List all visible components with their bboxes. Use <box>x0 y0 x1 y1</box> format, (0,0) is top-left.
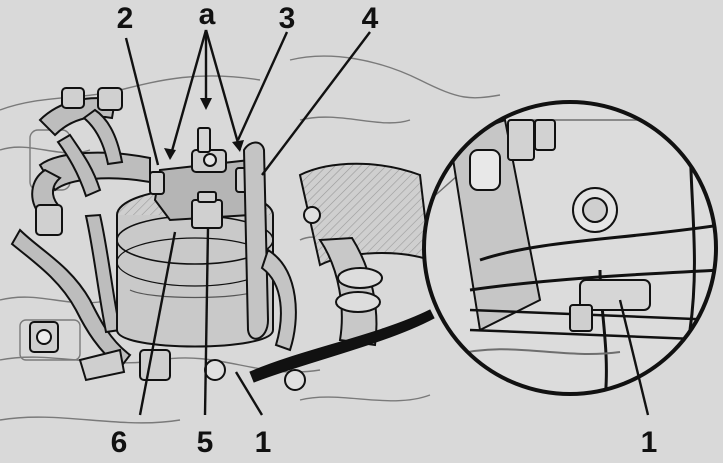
callout-5: 5 <box>196 426 214 459</box>
lower-left-connectors <box>29 321 171 382</box>
sensor-connector <box>191 191 223 229</box>
leader-lines <box>124 29 650 416</box>
inset-magnified-view <box>422 100 718 396</box>
leader-arrowheads <box>164 98 244 160</box>
callout-2: 2 <box>116 2 134 35</box>
callout-1-main: 1 <box>254 426 272 459</box>
intake-duct <box>204 162 432 391</box>
callout-3: 3 <box>278 2 296 35</box>
callout-a: a <box>198 0 216 31</box>
left-hoses <box>10 87 151 370</box>
magnifier-pointer <box>249 309 435 383</box>
callout-1-inset: 1 <box>640 426 658 459</box>
fuel-return-pipe <box>242 141 297 352</box>
callout-4: 4 <box>361 2 379 35</box>
callout-6: 6 <box>110 426 128 459</box>
